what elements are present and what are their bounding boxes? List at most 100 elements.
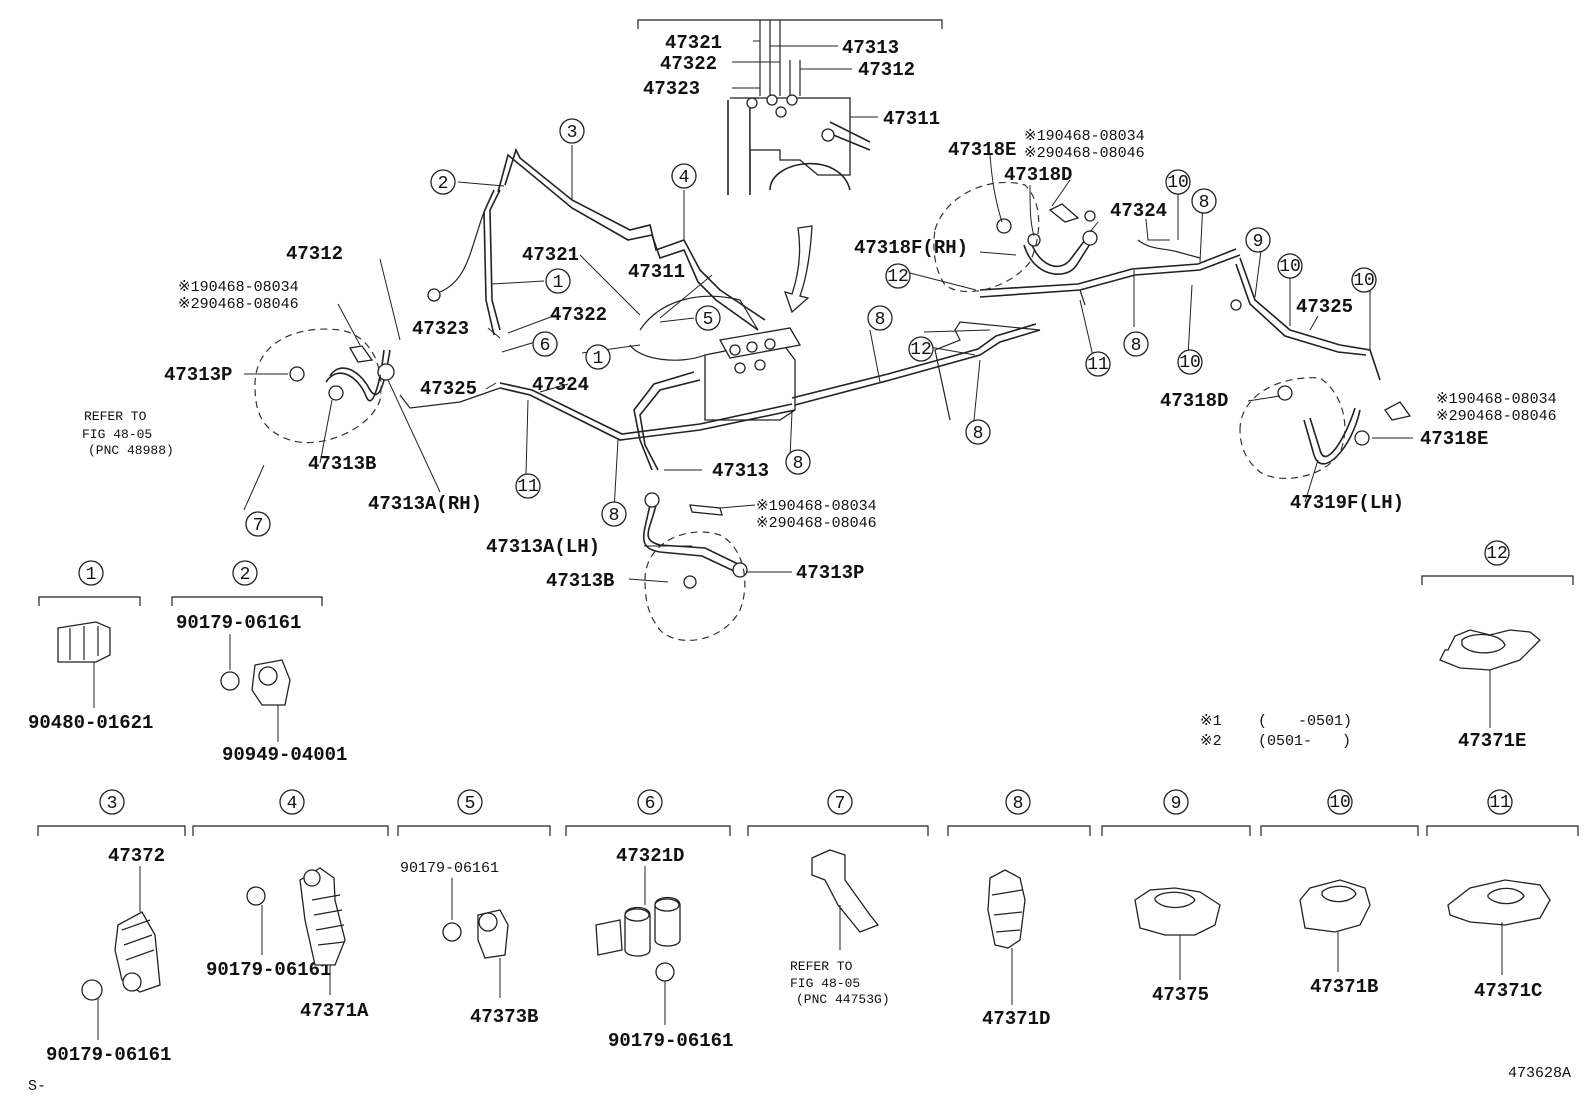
svg-text:10: 10 (1353, 271, 1375, 291)
note-mid-2: ※290468-08046 (756, 515, 877, 532)
detail-2-part-b: 90949-04001 (222, 744, 347, 766)
svg-text:1: 1 (86, 565, 97, 585)
label-47318d-top: 47318D (1004, 164, 1072, 186)
detail-6-part-b: 90179-06161 (608, 1030, 733, 1052)
footer-left-mark: S- (28, 1078, 46, 1095)
svg-text:8: 8 (1013, 794, 1024, 814)
label-47312-top: 47312 (858, 59, 915, 81)
label-47322-top: 47322 (660, 53, 717, 75)
detail-2-part-a: 90179-06161 (176, 612, 301, 634)
label-47325-right: 47325 (1296, 296, 1353, 318)
note-right-1: ※190468-08034 (1436, 391, 1557, 408)
callout-12-main-a: 12 (908, 336, 934, 362)
detail-10: 10 47371B (1260, 789, 1419, 998)
callout-2-main: 2 (430, 169, 456, 195)
svg-text:7: 7 (253, 516, 264, 536)
label-47313p-mid: 47313P (796, 562, 864, 584)
drawing-number: 473628A (1508, 1065, 1571, 1082)
callout-12-main-b: 12 (885, 263, 911, 289)
callout-10-main-c: 10 (1277, 253, 1303, 279)
callout-1-main-b: 1 (585, 344, 611, 370)
svg-text:2: 2 (438, 174, 449, 194)
detail-10-part: 47371B (1310, 976, 1378, 998)
label-47313b-mid: 47313B (546, 570, 614, 592)
label-47313a-rh: 47313A(RH) (368, 493, 482, 515)
refer-left-2: FIG 48-05 (82, 427, 152, 442)
svg-text:10: 10 (1279, 257, 1301, 277)
detail-5: 5 90179-06161 47373B (397, 789, 551, 1028)
detail-4-part-b: 47371A (300, 1000, 369, 1022)
svg-text:12: 12 (910, 340, 932, 360)
detail-3-part-b: 90179-06161 (46, 1044, 171, 1066)
note-right-2: ※290468-08046 (1436, 408, 1557, 425)
callout-9-main: 9 (1245, 227, 1271, 253)
note-right-top-2: ※290468-08046 (1024, 145, 1145, 162)
detail-12-part: 47371E (1458, 730, 1526, 752)
detail-3-part-a: 47372 (108, 845, 165, 867)
svg-text:8: 8 (1199, 193, 1210, 213)
detail-5-part-a: 90179-06161 (400, 860, 499, 877)
label-47312-left: 47312 (286, 243, 343, 265)
callout-11-main-b: 11 (1085, 351, 1111, 377)
leader-lines (244, 154, 1413, 583)
label-47323-top: 47323 (643, 78, 700, 100)
svg-text:11: 11 (1489, 793, 1511, 813)
legend-2-mark: ※2 (1200, 733, 1222, 750)
callout-6-main: 6 (532, 331, 558, 357)
svg-text:1: 1 (553, 273, 564, 293)
detail-4-part-a: 90179-06161 (206, 959, 331, 981)
clip-callouts: 2 3 4 1 5 6 1 7 11 8 8 8 12 8 12 11 8 10… (243, 118, 1377, 537)
callout-8-main-a: 8 (601, 501, 627, 527)
svg-text:5: 5 (703, 310, 714, 330)
label-47318f-rh: 47318F(RH) (854, 237, 968, 259)
refer-left-3: (PNC 48988) (88, 443, 174, 458)
detail-5-part-b: 47373B (470, 1006, 538, 1028)
detail-6: 6 47321D 90179-06161 (565, 789, 733, 1052)
legend: ※1 ( -0501) ※2 (0501- ) (1200, 713, 1352, 750)
detail-9: 9 47375 (1101, 789, 1251, 1006)
detail-8-part: 47371D (982, 1008, 1050, 1030)
label-47313-mid: 47313 (712, 460, 769, 482)
detail-2: 2 90179-06161 90949-04001 (171, 560, 347, 766)
label-47313-top: 47313 (842, 37, 899, 59)
svg-text:6: 6 (645, 794, 656, 814)
label-47313a-lh: 47313A(LH) (486, 536, 600, 558)
callout-7-main: 7 (245, 511, 271, 537)
svg-text:11: 11 (517, 477, 539, 497)
label-47311-top: 47311 (883, 108, 940, 130)
svg-text:9: 9 (1171, 794, 1182, 814)
callout-1-main-a: 1 (545, 268, 571, 294)
legend-2-range: (0501- (1258, 733, 1312, 750)
label-47318e-top: 47318E (948, 139, 1016, 161)
brake-line-routing (289, 147, 1412, 589)
svg-text:8: 8 (875, 310, 886, 330)
callout-10-main-d: 10 (1351, 267, 1377, 293)
svg-text:10: 10 (1329, 793, 1351, 813)
label-47313b-left: 47313B (308, 453, 376, 475)
detail-8: 8 47371D (947, 789, 1091, 1030)
label-47324-left: 47324 (532, 374, 589, 396)
label-47324-right: 47324 (1110, 200, 1167, 222)
legend-2-paren: ) (1342, 733, 1351, 750)
detail-1-part: 90480-01621 (28, 712, 153, 734)
label-47318e-right: 47318E (1420, 428, 1488, 450)
detail-4: 4 90179-06161 47371A (192, 789, 389, 1022)
note-left-1: ※190468-08034 (178, 279, 299, 296)
label-47313p-left: 47313P (164, 364, 232, 386)
note-left-2: ※290468-08046 (178, 296, 299, 313)
svg-text:4: 4 (679, 168, 690, 188)
svg-text:10: 10 (1167, 173, 1189, 193)
svg-text:5: 5 (465, 794, 476, 814)
svg-text:12: 12 (887, 267, 909, 287)
callout-4-main: 4 (671, 163, 697, 189)
detail-9-part: 47375 (1152, 984, 1209, 1006)
callout-8-main-d: 8 (965, 419, 991, 445)
svg-text:8: 8 (973, 424, 984, 444)
callout-8-main-b: 8 (785, 449, 811, 475)
detail-3: 3 47372 90179-06161 (37, 789, 186, 1066)
svg-text:8: 8 (1131, 336, 1142, 356)
callout-8-main-f: 8 (1191, 188, 1217, 214)
detail-1: 1 90480-01621 (28, 560, 153, 734)
callout-8-main-e: 8 (1123, 331, 1149, 357)
